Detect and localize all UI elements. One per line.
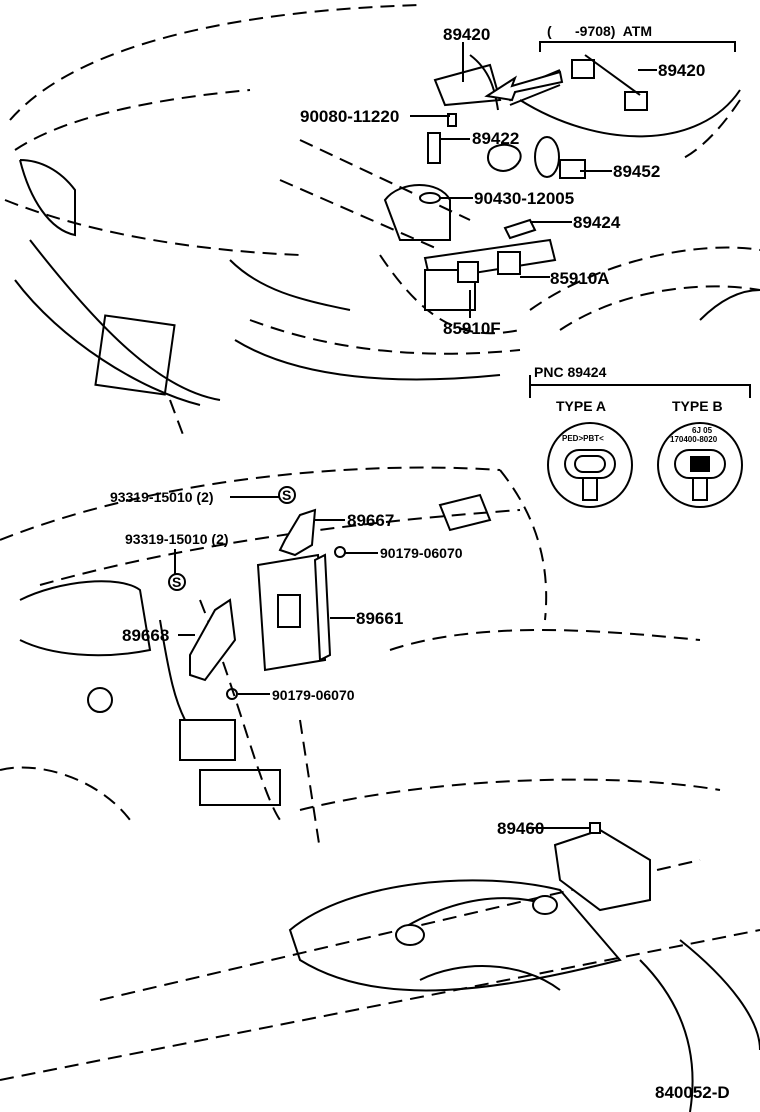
connector-type-b-icon — [657, 422, 743, 508]
label-90080-11220: 90080-11220 — [300, 107, 399, 126]
label-93319-15010-lower: 93319-15010 (2) — [125, 531, 229, 547]
label-85910A: 85910A — [550, 269, 610, 288]
screw-marker-icon: S — [168, 573, 186, 591]
label-89661: 89661 — [356, 609, 403, 628]
label-90179-06070-lower: 90179-06070 — [272, 687, 355, 703]
label-93319-15010-upper: 93319-15010 (2) — [110, 489, 214, 505]
type-a-label: TYPE A — [556, 398, 606, 414]
label-89420-atm: 89420 — [658, 61, 705, 80]
engine-parts-drawing — [383, 54, 648, 311]
label-89668: 89668 — [122, 626, 169, 645]
label-85910F: 85910F — [443, 319, 501, 338]
label-atm-note: ( -9708) ATM — [547, 23, 652, 39]
leader-lines — [174, 41, 751, 829]
type-b-marking: 170400-8020 — [670, 435, 718, 444]
pnc-title: PNC 89424 — [534, 364, 607, 380]
screw-marker-icon: S — [278, 486, 296, 504]
connector-type-a-icon — [547, 422, 633, 508]
label-89420: 89420 — [443, 25, 490, 44]
type-b-label: TYPE B — [672, 398, 723, 414]
label-89452: 89452 — [613, 162, 660, 181]
type-b-marking-top: 6J 05 — [692, 426, 713, 435]
svg-text:S: S — [172, 574, 181, 590]
svg-text:S: S — [282, 487, 291, 503]
label-89667: 89667 — [347, 511, 394, 530]
ecu-drawing — [189, 508, 346, 700]
label-89424: 89424 — [573, 213, 621, 232]
label-90430-12005: 90430-12005 — [474, 189, 574, 208]
label-89422: 89422 — [472, 129, 519, 148]
diagram-id: 840052-D — [655, 1083, 730, 1102]
label-90179-06070-upper: 90179-06070 — [380, 545, 463, 561]
car-front-outline — [4, 4, 760, 441]
part-labels: 89420 ( -9708) ATM 89420 90080-11220 894… — [110, 23, 730, 1102]
fuel-tank-drawing — [0, 822, 760, 1112]
type-a-marking: PED>PBT< — [562, 434, 604, 443]
label-89460: 89460 — [497, 819, 544, 838]
